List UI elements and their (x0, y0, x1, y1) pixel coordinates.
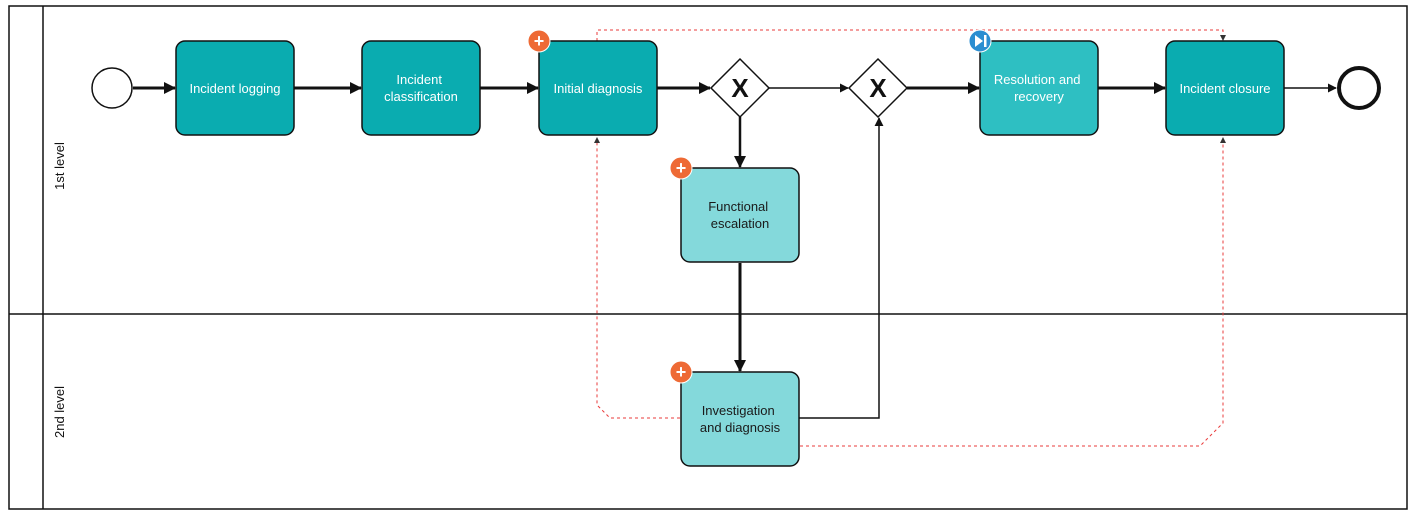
skip-next-icon (975, 35, 987, 47)
svg-text:Incident closure: Incident closure (1179, 81, 1270, 96)
task-resolution-and-recovery[interactable]: Resolution and recovery (979, 40, 1099, 136)
svg-text:Incident classification: Incident classification (384, 72, 458, 104)
gateway-2-symbol: X (869, 73, 887, 103)
plus-badge-initial-diagnosis[interactable]: + (527, 29, 551, 53)
task-functional-escalation-label-line1: Functional (708, 199, 768, 214)
task-investigation-and-diagnosis[interactable]: Investigation and diagnosis (680, 371, 800, 467)
flow-investigation-to-gateway2 (799, 117, 884, 419)
svg-text:Investigation and diagno: Investigation and diagnosis (700, 403, 781, 435)
task-incident-closure-label: Incident closure (1179, 81, 1270, 96)
task-incident-classification-label-line1: Incident (396, 72, 442, 87)
sequence-flows (133, 82, 1337, 419)
lane-label-1st-level: 1st level (52, 142, 67, 190)
gateway-1-symbol: X (731, 73, 749, 103)
svg-text:Initial diagnosis: Initial diagnosis (554, 81, 643, 96)
task-resolution-label-line2: recovery (1014, 89, 1064, 104)
plus-icon: + (534, 31, 545, 51)
dashed-flow-right (800, 137, 1226, 447)
task-investigation-label-line1: Investigation (702, 403, 775, 418)
task-incident-classification[interactable]: Incident classification (361, 40, 481, 136)
task-initial-diagnosis-label: Initial diagnosis (554, 81, 643, 96)
task-initial-diagnosis[interactable]: Initial diagnosis (538, 40, 658, 136)
svg-text:Incident logging: Incident logging (189, 81, 280, 96)
dashed-flow-top (596, 29, 1226, 41)
exclusive-gateway-1[interactable]: X (709, 57, 771, 119)
task-incident-logging[interactable]: Incident logging (175, 40, 295, 136)
end-event[interactable] (1337, 66, 1381, 110)
svg-text:Functional escalation: Functional escalation (708, 199, 772, 231)
plus-badge-functional-escalation[interactable]: + (669, 156, 693, 180)
plus-icon: + (676, 158, 687, 178)
task-investigation-label-line2: and diagnosis (700, 420, 781, 435)
task-incident-logging-label: Incident logging (189, 81, 280, 96)
task-incident-closure[interactable]: Incident closure (1165, 40, 1285, 136)
exclusive-gateway-2[interactable]: X (847, 57, 909, 119)
start-event[interactable] (91, 67, 133, 109)
task-incident-classification-label-line2: classification (384, 89, 458, 104)
lane-label-2nd-level: 2nd level (52, 386, 67, 438)
plus-icon: + (676, 362, 687, 382)
svg-text:Resolution and recovery: Resolution and recovery (994, 72, 1084, 104)
task-functional-escalation[interactable]: Functional escalation (680, 167, 800, 263)
dashed-flows (594, 29, 1226, 447)
plus-badge-investigation[interactable]: + (669, 360, 693, 384)
task-functional-escalation-label-line2: escalation (711, 216, 770, 231)
skip-badge-resolution[interactable] (968, 29, 992, 53)
task-resolution-label-line1: Resolution and (994, 72, 1081, 87)
dashed-flow-left (594, 137, 680, 419)
